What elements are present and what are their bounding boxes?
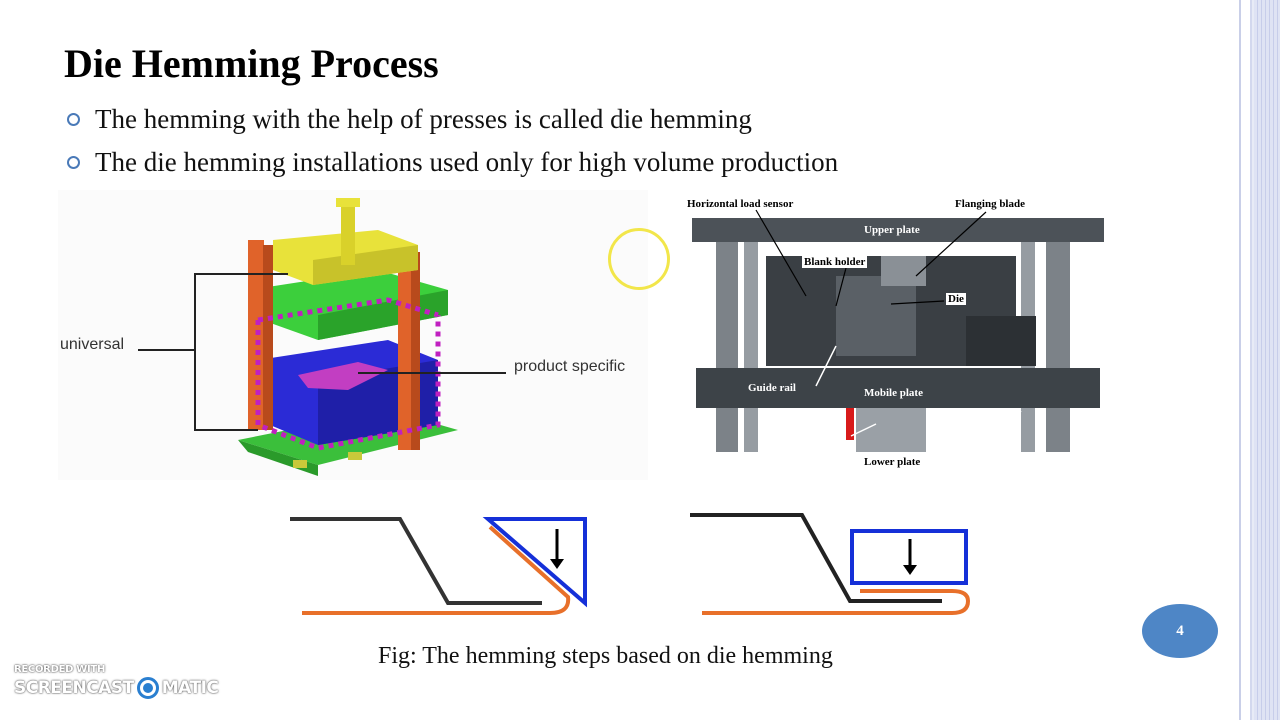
label-universal: universal (60, 336, 125, 353)
bullet-circle-icon (67, 113, 80, 126)
watermark-recorded-text: RECORDED WITH (14, 664, 106, 675)
label-flanging-blade: Flanging blade (955, 198, 1025, 210)
watermark-screencast-text: SCREENCAST (14, 678, 134, 698)
label-guides: Guides (964, 426, 998, 438)
screencast-watermark: RECORDED WITH SCREENCAST MATIC (14, 664, 234, 714)
label-die: Die (946, 293, 966, 305)
bullet-text: The die hemming installations used only … (95, 147, 839, 177)
watermark-logo-row: SCREENCAST MATIC (14, 677, 234, 699)
slide-title: Die Hemming Process (64, 41, 439, 86)
bullet-circle-icon (67, 156, 80, 169)
hemming-press-photo (686, 196, 1106, 470)
hemming-steps-diagram (290, 513, 971, 615)
die-structure-diagram (58, 190, 648, 480)
label-product-specific: product specific (514, 358, 626, 375)
label-guide-rail: Guide rail (748, 382, 796, 394)
cursor-highlight-ring (608, 228, 670, 290)
bullet-list: The hemming with the help of presses is … (64, 98, 838, 184)
bullet-item: The hemming with the help of presses is … (64, 98, 838, 141)
label-upper-plate: Upper plate (864, 224, 920, 236)
watermark-matic-text: MATIC (161, 678, 219, 698)
label-horizontal-load-sensor: Horizontal load sensor (687, 198, 794, 210)
bullet-text: The hemming with the help of presses is … (95, 104, 752, 134)
record-dot-icon (136, 677, 159, 699)
label-mobile-plate: Mobile plate (864, 387, 923, 399)
figure-caption: Fig: The hemming steps based on die hemm… (378, 643, 833, 669)
page-number-badge: 4 (1142, 604, 1218, 658)
slide-border-decoration (1236, 0, 1280, 720)
label-actuator: Actuator (788, 434, 831, 446)
bullet-item: The die hemming installations used only … (64, 141, 838, 184)
label-lower-plate: Lower plate (864, 456, 921, 468)
label-blank-holder: Blank holder (802, 256, 868, 268)
